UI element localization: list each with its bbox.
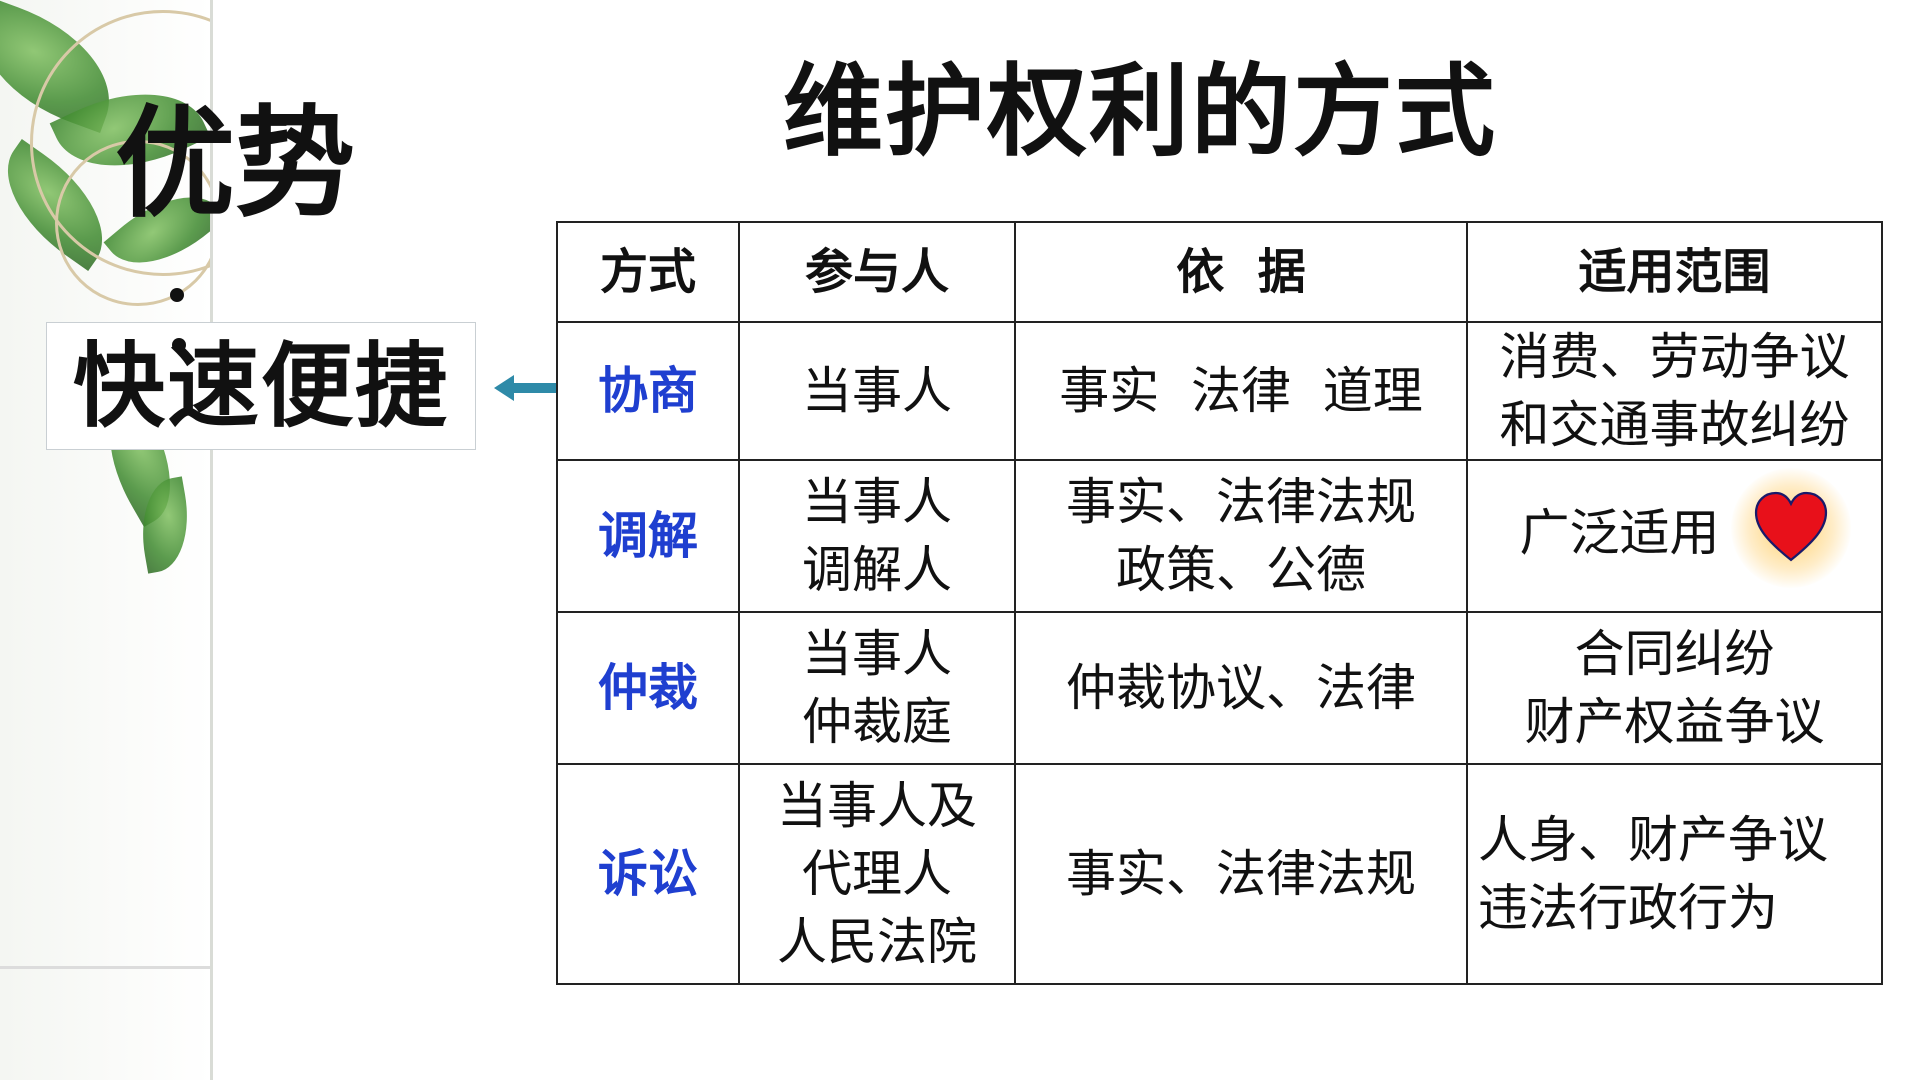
page-title: 维护权利的方式	[783, 53, 1497, 170]
cell-line: 事实、法律法规	[1066, 845, 1416, 903]
cell-line: 违法行政行为	[1478, 879, 1778, 937]
table-row: 仲裁 当事人 仲裁庭 仲裁协议、法律 合同纠纷 财产权益争议	[556, 611, 1883, 765]
cell-line: 当事人	[802, 362, 952, 420]
cell-line: 合同纠纷	[1574, 625, 1775, 683]
table-row: 调解 当事人 调解人 事实、法律法规 政策、公德 广泛适用	[556, 459, 1883, 613]
cell-line: 人民法院	[777, 913, 977, 971]
advantage-label: 优势	[115, 95, 355, 234]
cell-line: 事实 法律 道理	[1059, 362, 1423, 420]
bullet-dot	[172, 338, 186, 352]
bullet-dot	[170, 288, 184, 302]
cell-line: 和交通事故纠纷	[1499, 396, 1850, 454]
cell-line: 代理人	[802, 845, 952, 903]
cell-line: 调解人	[802, 541, 952, 599]
cell-line: 人身、财产争议	[1478, 811, 1828, 869]
cell-line: 当事人及	[777, 777, 977, 835]
methods-table: 方式 参与人 依 据 适用范围 协商 当事人 事实 法律 道理 消费、劳动争议 …	[556, 221, 1883, 985]
header-cell: 依 据	[1014, 221, 1468, 323]
heart-icon	[1731, 467, 1852, 588]
header-cell: 适用范围	[1466, 221, 1883, 323]
basis-cell: 事实、法律法规	[1014, 763, 1468, 985]
table-row: 协商 当事人 事实 法律 道理 消费、劳动争议 和交通事故纠纷	[556, 321, 1883, 461]
scope-cell: 广泛适用	[1466, 459, 1883, 613]
cell-line: 财产权益争议	[1524, 693, 1825, 751]
table-header-row: 方式 参与人 依 据 适用范围	[556, 221, 1883, 323]
divider-line	[210, 0, 213, 1080]
header-cell: 方式	[556, 221, 740, 323]
participants-cell: 当事人 调解人	[738, 459, 1016, 613]
header-cell: 参与人	[738, 221, 1016, 323]
scope-cell: 人身、财产争议 违法行政行为	[1466, 763, 1883, 985]
basis-cell: 事实、法律法规 政策、公德	[1014, 459, 1468, 613]
basis-cell: 仲裁协议、法律	[1014, 611, 1468, 765]
participants-cell: 当事人	[738, 321, 1016, 461]
scope-cell: 消费、劳动争议 和交通事故纠纷	[1466, 321, 1883, 461]
method-cell: 调解	[556, 459, 740, 613]
participants-cell: 当事人及 代理人 人民法院	[738, 763, 1016, 985]
advantage-box: 快速便捷	[46, 322, 476, 450]
cell-line: 仲裁庭	[802, 693, 952, 751]
cell-line: 事实、法律法规	[1066, 473, 1416, 531]
cell-line: 当事人	[802, 625, 952, 683]
method-cell: 仲裁	[556, 611, 740, 765]
cell-line: 消费、劳动争议	[1499, 328, 1850, 386]
cell-line: 政策、公德	[1116, 541, 1366, 599]
cell-line: 仲裁协议、法律	[1066, 659, 1416, 717]
table-row: 诉讼 当事人及 代理人 人民法院 事实、法律法规 人身、财产争议 违法行政行为	[556, 763, 1883, 985]
cell-line: 广泛适用	[1519, 503, 1720, 562]
participants-cell: 当事人 仲裁庭	[738, 611, 1016, 765]
decorative-leaf-strip	[0, 0, 212, 1080]
arrow-left-icon	[494, 375, 558, 401]
scope-cell: 合同纠纷 财产权益争议	[1466, 611, 1883, 765]
method-cell: 诉讼	[556, 763, 740, 985]
method-cell: 协商	[556, 321, 740, 461]
cell-line: 当事人	[802, 473, 952, 531]
basis-cell: 事实 法律 道理	[1014, 321, 1468, 461]
